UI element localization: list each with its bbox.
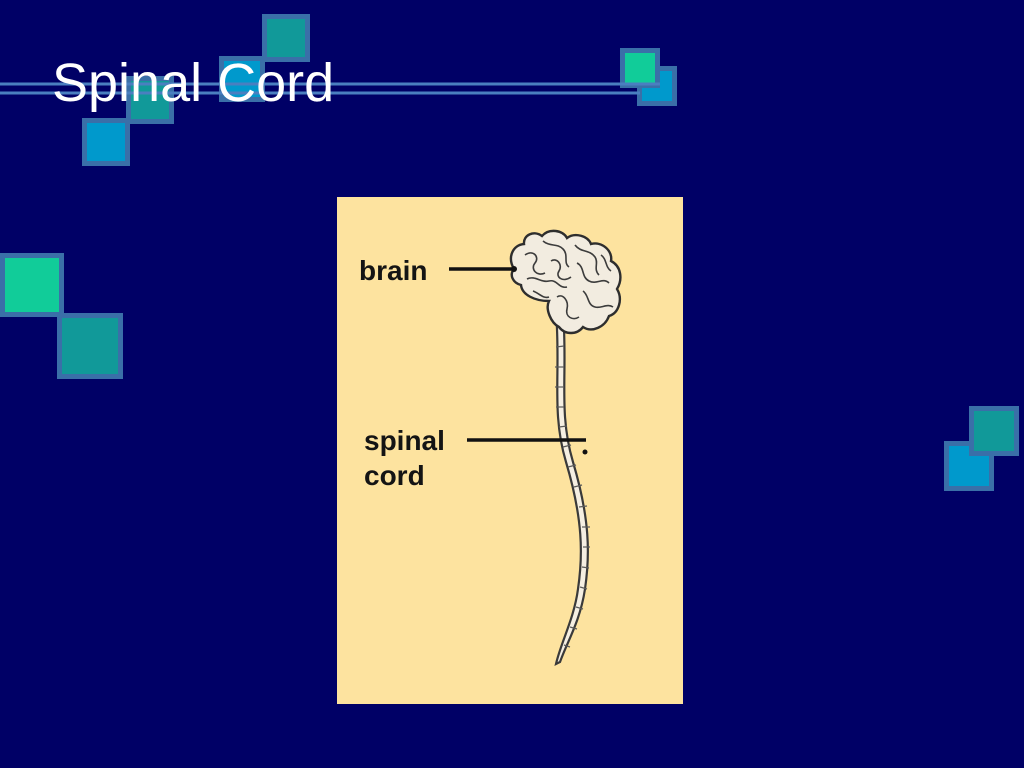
decor-square xyxy=(0,253,64,317)
spinal-cord-label-line1: spinal xyxy=(364,425,445,456)
spinal-cord-shape xyxy=(554,310,589,667)
diagram-panel: brain spinal cord xyxy=(337,197,683,704)
spinal-cord-label-line2: cord xyxy=(364,460,425,491)
brain-spinal-cord-illustration xyxy=(449,229,622,667)
brain-shape xyxy=(509,229,622,335)
slide-title: Spinal Cord xyxy=(52,53,335,113)
brain-label: brain xyxy=(359,255,428,286)
decor-square xyxy=(969,406,1019,456)
decor-square xyxy=(57,313,123,379)
decor-square xyxy=(262,14,310,62)
decor-square xyxy=(82,118,130,166)
